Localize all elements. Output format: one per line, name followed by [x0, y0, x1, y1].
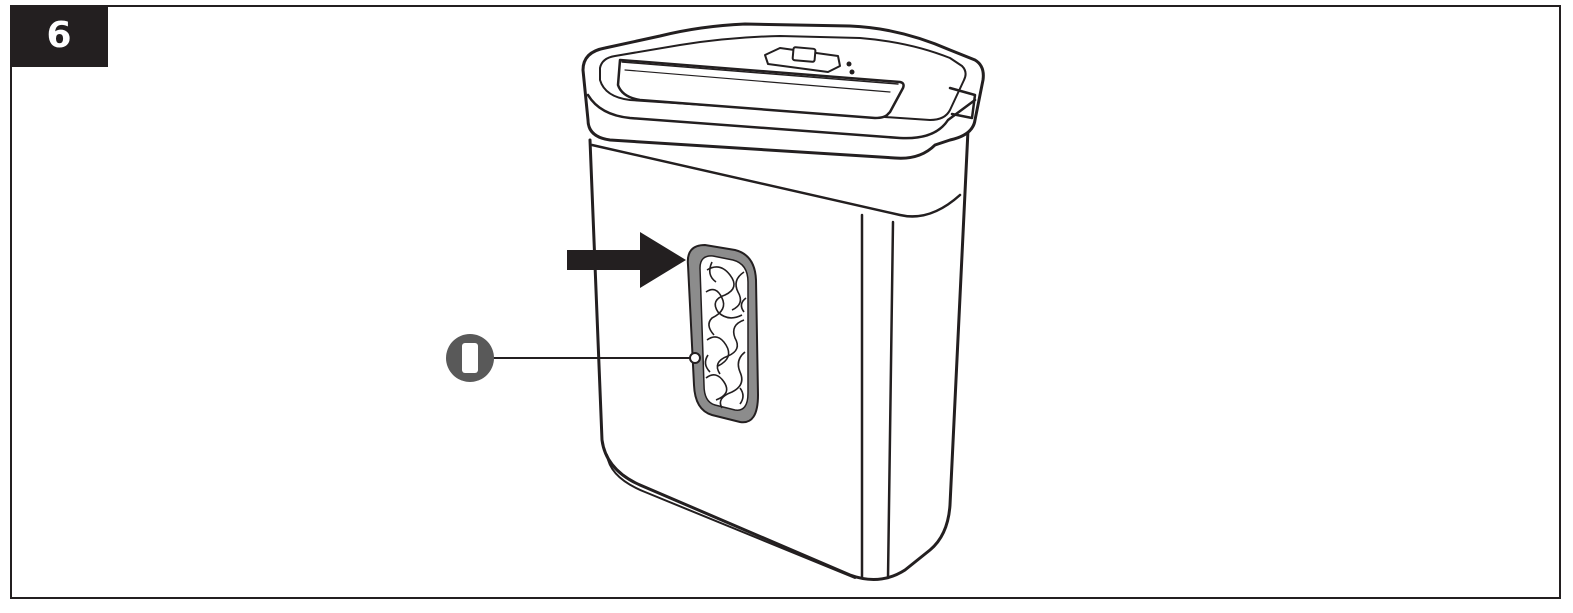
step-number-badge: 6 [10, 5, 108, 67]
figure-frame [10, 5, 1561, 599]
callout-anchor-dot [689, 352, 701, 364]
shredder-body [581, 22, 985, 581]
callout-circle-icon [446, 334, 494, 382]
arrow-right-icon [567, 232, 686, 288]
viewing-window [686, 243, 760, 424]
